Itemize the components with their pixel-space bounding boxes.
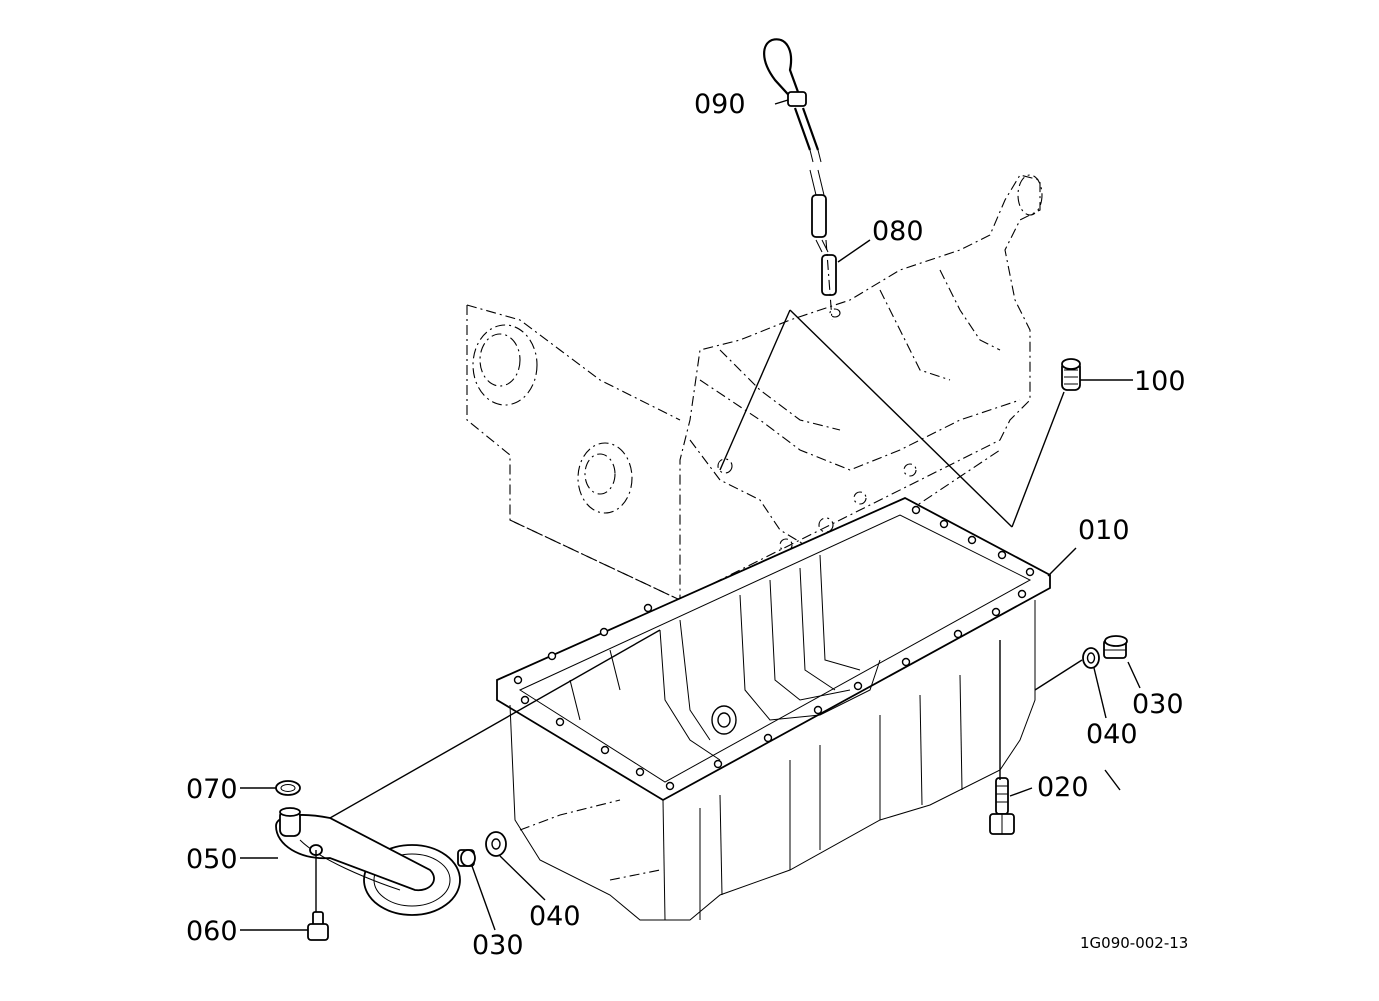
- o-ring: [275, 780, 301, 796]
- label-010: 010: [1078, 515, 1130, 546]
- dipstick-guide: [809, 169, 841, 318]
- label-080: 080: [872, 216, 924, 247]
- bolt-020: [989, 777, 1015, 835]
- leader-lines: [240, 99, 1141, 931]
- washer-right: [1082, 647, 1100, 669]
- label-070: 070: [186, 774, 238, 805]
- label-100: 100: [1134, 366, 1186, 397]
- label-050: 050: [186, 844, 238, 875]
- drain-plug-left: [457, 849, 476, 867]
- flange-bolt-holes: [513, 505, 1035, 791]
- label-030-left: 030: [472, 930, 524, 961]
- oil-strainer: [275, 807, 461, 916]
- bolt-060: [307, 911, 329, 941]
- washer-left: [485, 831, 507, 857]
- label-040-left: 040: [529, 901, 581, 932]
- drawing-code: 1G090-002-13: [1080, 934, 1188, 952]
- assembly-lines: [315, 309, 1121, 912]
- label-040-right: 040: [1086, 719, 1138, 750]
- plug-100: [1061, 358, 1081, 391]
- oil-pan: [496, 496, 1051, 921]
- label-060: 060: [186, 916, 238, 947]
- label-020: 020: [1037, 772, 1089, 803]
- label-090: 090: [694, 89, 746, 120]
- part-labels: 090 080 100 010 030 040 020 070 050 060 …: [186, 89, 1188, 961]
- dipstick: [763, 38, 822, 163]
- drain-plug-right: [1103, 635, 1128, 659]
- label-030-right: 030: [1132, 689, 1184, 720]
